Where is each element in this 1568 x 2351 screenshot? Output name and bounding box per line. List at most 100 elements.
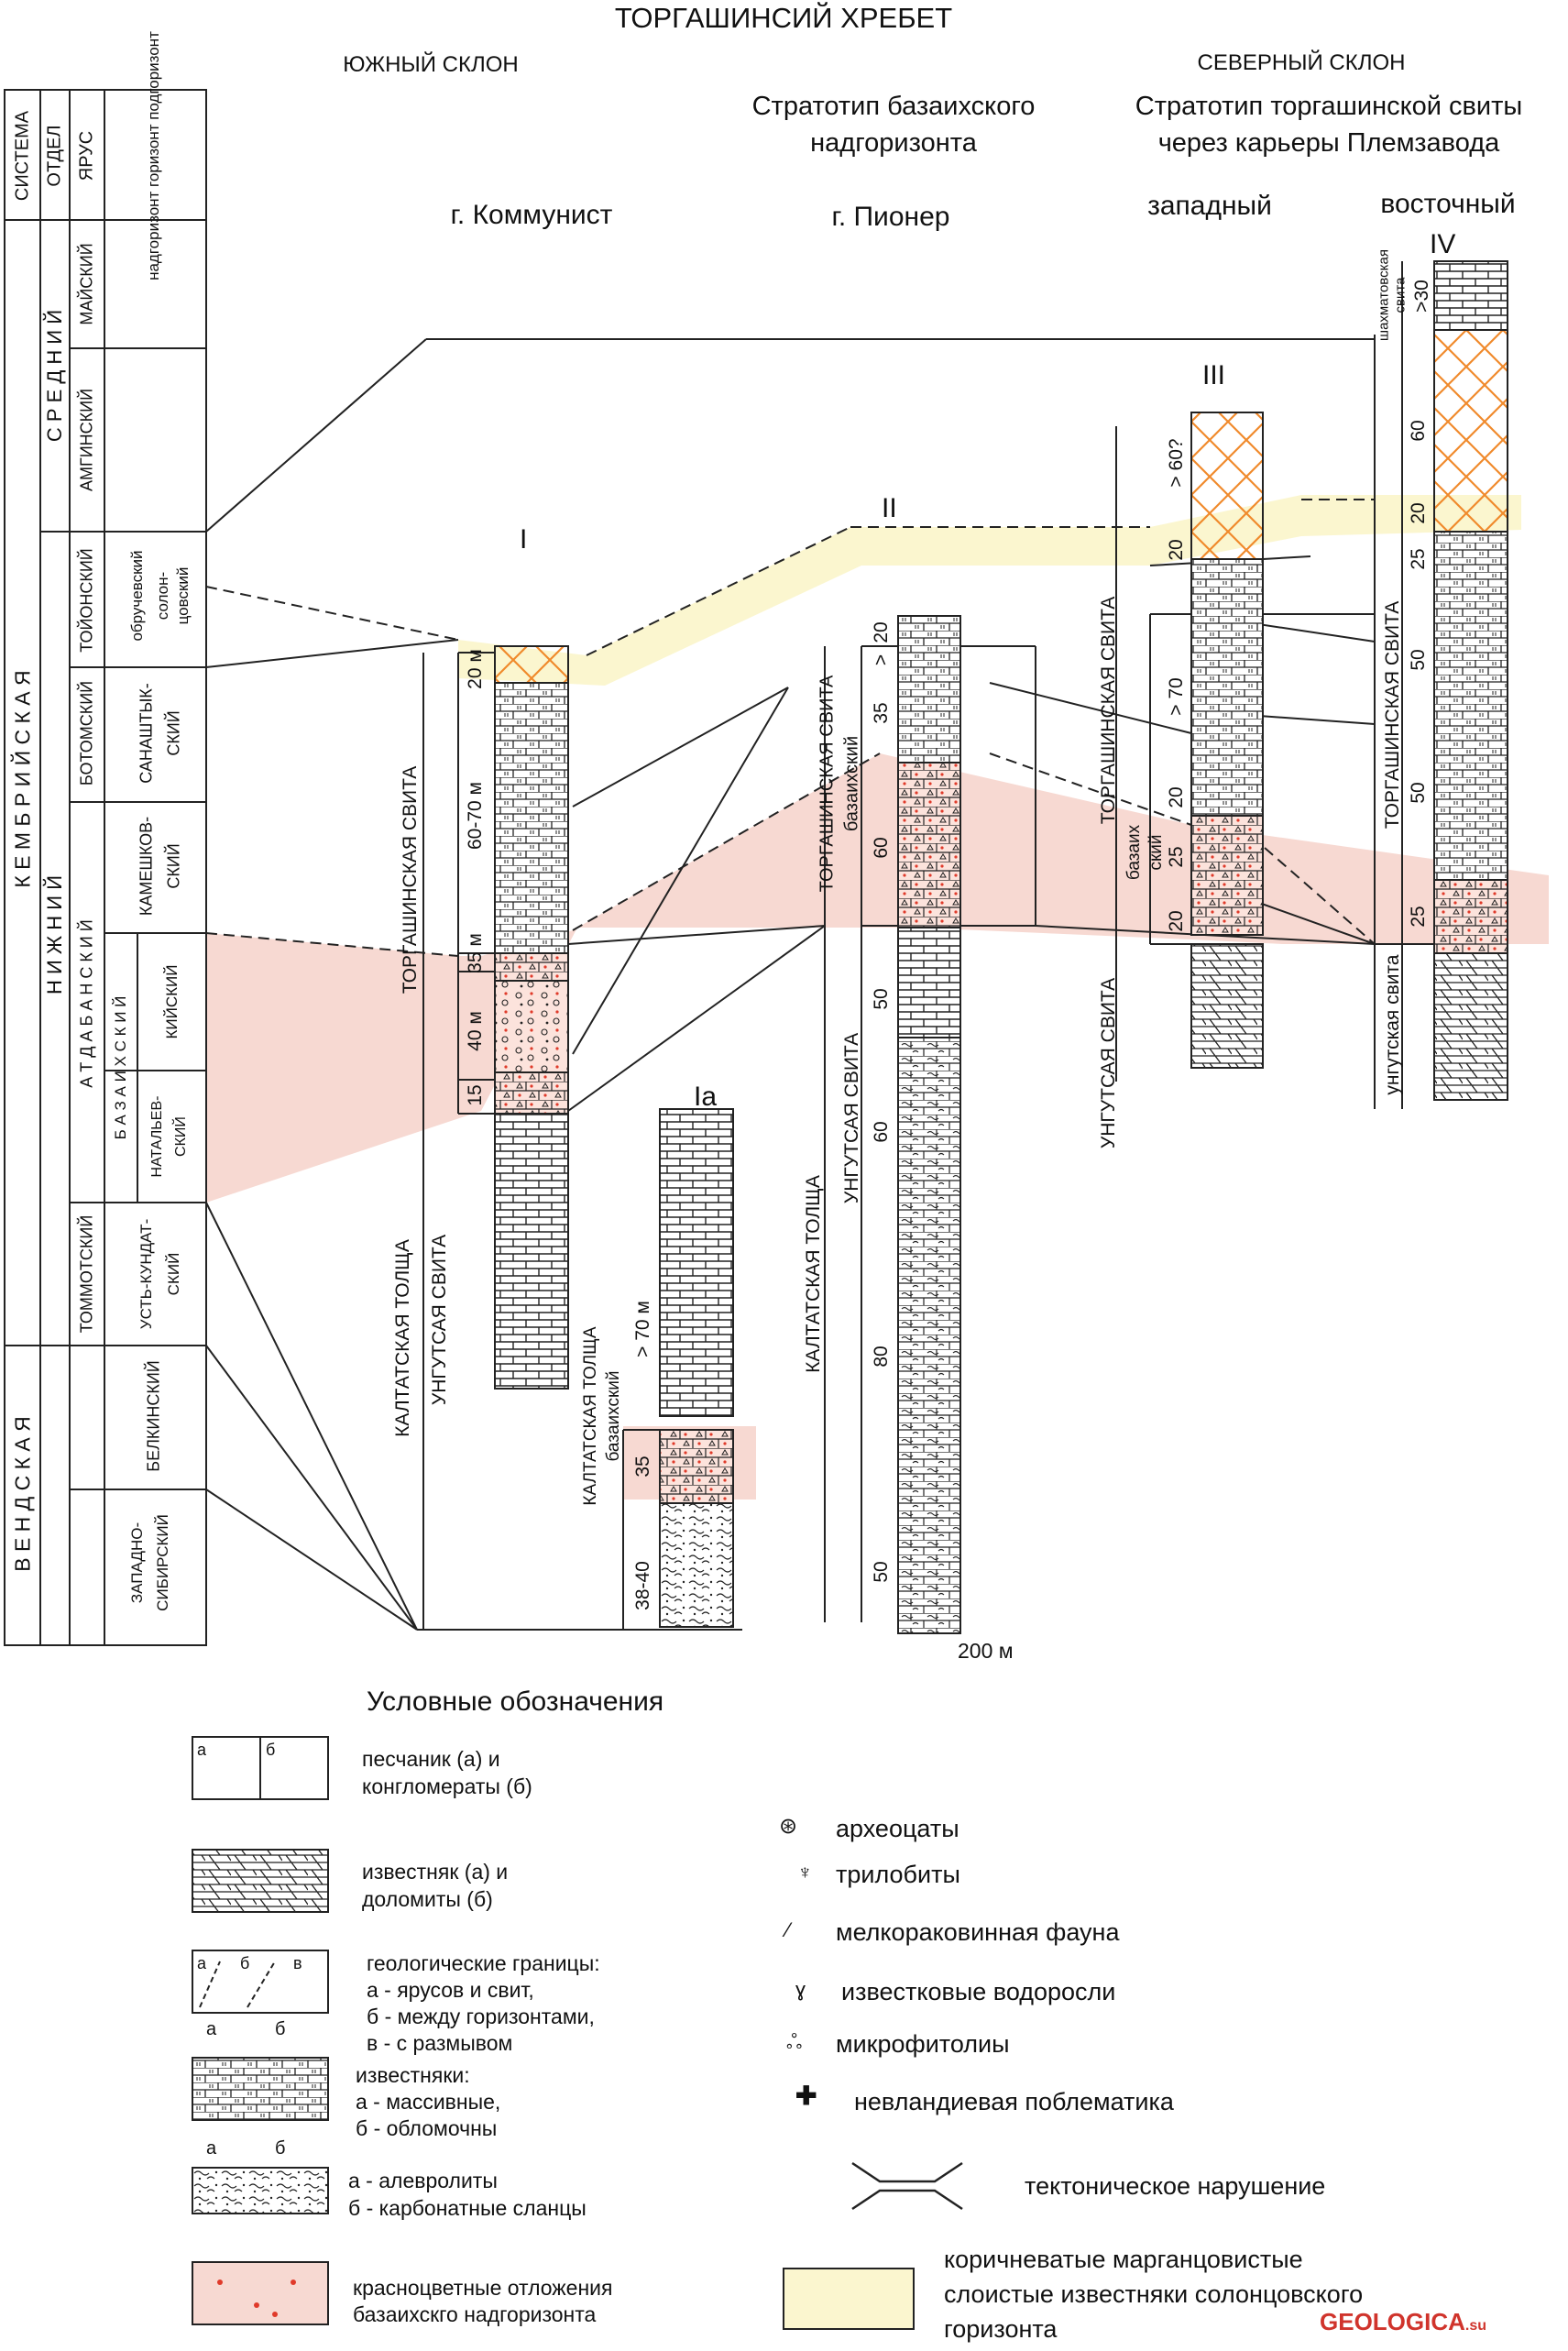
legend-lime2-b: б (275, 2019, 286, 2039)
legend-sand-a: а (197, 1741, 207, 1759)
legend-trilob: трилобиты (836, 1861, 960, 1888)
column-i (422, 645, 569, 1630)
thk-i-40: 40 м (465, 1011, 486, 1051)
thk-ia-70: > 70 м (632, 1301, 653, 1357)
thk-ia-35: 35 (632, 1456, 653, 1478)
thk-iii-20c: 20 (1166, 910, 1187, 932)
formation-shakh-1: шахматовская (1376, 249, 1392, 341)
formation-kaltat-ia-1: КАЛТАТСКАЯ ТОЛЩА (581, 1326, 600, 1506)
legend-lime2-3: б - обломочны (356, 2116, 498, 2140)
thk-ia-3840: 38-40 (632, 1561, 653, 1610)
formation-torg-iii: ТОРГАШИНСКАЯ СВИТА (1098, 596, 1119, 825)
column-ii (824, 615, 961, 1634)
thk-ii-50b: 50 (871, 1561, 892, 1583)
legend-silt-2: б - карбонатные сланцы (348, 2196, 587, 2220)
table-hz-obruchev: обручевский (128, 550, 146, 642)
trilobite-icon: ♆ (797, 1861, 813, 1884)
table-h-system: СИСТЕМА (12, 110, 33, 202)
thk-iv-50b: 50 (1408, 782, 1429, 804)
formation-bazaikh-iii-1: базаих (1124, 824, 1144, 881)
roman-ii: II (882, 493, 897, 523)
legend-red-1: красноцветные отложения (353, 2276, 613, 2300)
table-hz-kamesh-1: КАМЕШКОВ- (137, 816, 156, 917)
watermark: GEOLOGICA.su (1320, 2308, 1486, 2336)
legend-algae: известковые водоросли (841, 1978, 1116, 2005)
table-hz-ustk-1: УСТЬ-КУНДАТ- (137, 1218, 155, 1330)
thk-iii-20b: 20 (1166, 786, 1187, 808)
thk-iv-25b: 25 (1408, 906, 1429, 928)
formation-ungut-iv: унгутская свита (1382, 954, 1403, 1095)
page-title: ТОРГАШИНСИЙ ХРЕБЕТ (614, 2, 953, 34)
thk-iii-25: 25 (1166, 846, 1187, 868)
column-iii (1115, 412, 1264, 1082)
table-hz-solon-2: цовский (174, 566, 192, 625)
legend-lime-1: известняк (а) и (362, 1860, 509, 1884)
west-label: западный (1147, 191, 1272, 221)
formation-bazaikh-ii: базаихский (841, 735, 862, 832)
table-stage-tommotsky: ТОММОТСКИЙ (77, 1214, 96, 1334)
formation-ungut-i: УНГУТСАЯ СВИТА (429, 1234, 450, 1406)
legend-bound-a: а (197, 1954, 207, 1972)
table-hz-sanasht-2: СКИЙ (164, 710, 183, 756)
legend-tecton: тектоническое нарушение (1025, 2172, 1326, 2200)
legend-bound-3: б - между горизонтами, (367, 2005, 595, 2028)
legend-sand-2: конгломераты (б) (362, 1774, 532, 1798)
legend-lime2-1: известняки: (356, 2063, 470, 2087)
formation-kaltat-ii: КАЛТАТСКАЯ ТОЛЩА (803, 1175, 824, 1373)
legend-red-2: базаихскго надгоризонта (353, 2302, 597, 2326)
thk-iv-25a: 25 (1408, 548, 1429, 570)
formation-torg-iv: ТОРГАШИНСКАЯ СВИТА (1382, 600, 1403, 829)
tectonic-symbol (851, 2161, 963, 2211)
south-slope-label: ЮЖНЫЙ СКЛОН (343, 52, 519, 77)
thk-ii-gt: > (871, 654, 892, 666)
watermark-text: GEOLOGICA (1320, 2308, 1465, 2335)
legend-bound-2: а - ярусов и свит, (367, 1978, 534, 2002)
thk-iii-20a: 20 (1166, 539, 1187, 561)
thk-iv-60: 60 (1408, 420, 1429, 442)
formation-ungut-iii: УНГУТСАЯ СВИТА (1098, 977, 1119, 1149)
formation-bazaikh-iii-2: ский (1146, 834, 1166, 871)
thk-ii-60a: 60 (871, 837, 892, 859)
roman-iv: IV (1430, 229, 1456, 259)
small-shell-icon: ⁄ (786, 1918, 790, 1941)
thk-i-35: 35 м (465, 933, 486, 973)
formation-ungut-ii: УНГУТСАЯ СВИТА (841, 1032, 862, 1204)
formation-shakh-2: свита (1392, 277, 1409, 313)
newlandia-icon: ✚ (795, 2082, 817, 2110)
legend-lime-2: доломиты (б) (362, 1887, 493, 1911)
yellow-zone (458, 495, 1521, 686)
legend-bound-v: в (293, 1954, 302, 1972)
table-system-vendian: В Е Н Д С К А Я (10, 1416, 35, 1572)
table-stage-zapsib-2: СИБИРСКИЙ (154, 1514, 171, 1611)
table-hz-solon-1: солон- (154, 571, 171, 621)
algae-icon: ɣ (795, 1978, 806, 2001)
thk-i-15: 15 (465, 1084, 486, 1106)
legend-silt-1: а - алевролиты (348, 2169, 498, 2192)
legend-silt-b: б (275, 2138, 286, 2159)
microphytolite-icon: ஃ (786, 2030, 803, 2053)
thk-i-6070: 60-70 м (465, 782, 486, 850)
legend-lime2-a: а (206, 2019, 217, 2039)
legend-swatches (192, 1736, 915, 2330)
thk-iv-50a: 50 (1408, 649, 1429, 671)
legend-mangan-3: горизонта (944, 2315, 1058, 2343)
thk-iv-30: >30 (1411, 280, 1432, 313)
thk-iii-70: > 70 (1166, 677, 1187, 716)
table-hz-kamesh-2: СКИЙ (164, 843, 183, 889)
formation-kaltat-ia-2: базаихский (604, 1370, 623, 1462)
north-slope-label: СЕВЕРНЫЙ СКЛОН (1197, 50, 1406, 75)
legend-lime2-2: а - массивные, (356, 2090, 501, 2114)
table-hz-sanasht-1: САНАШТЫК- (137, 683, 156, 784)
thk-ii-35: 35 (871, 702, 892, 724)
table-hz-natal-1: НАТАЛЬЕВ- (149, 1095, 165, 1178)
thk-ii-80: 80 (871, 1346, 892, 1368)
watermark-suffix: .su (1464, 2318, 1487, 2334)
thk-iv-20: 20 (1408, 502, 1429, 524)
column-iv (1374, 260, 1508, 1109)
legend-silt-a: а (206, 2138, 217, 2159)
legend-bound-1: геологические границы: (367, 1951, 600, 1975)
table-h-stage: ЯРУС (76, 130, 97, 181)
stratotype-torg-2: через карьеры Племзавода (1157, 128, 1500, 158)
section-kommunist: г. Коммунист (450, 200, 613, 230)
